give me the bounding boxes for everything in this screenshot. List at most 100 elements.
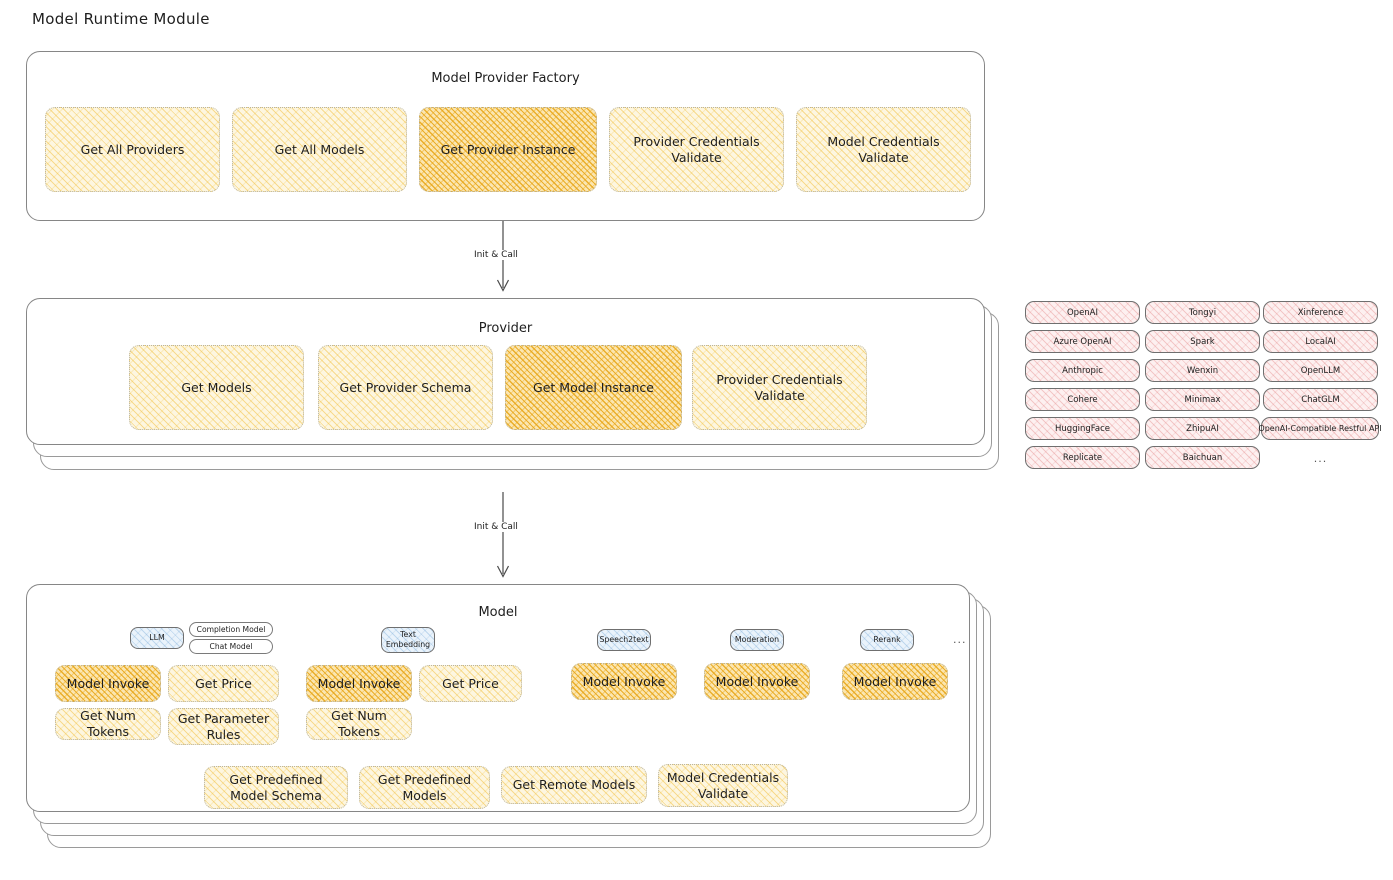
provider-chip-baichuan[interactable]: Baichuan (1145, 446, 1260, 469)
method-label: Get Price (195, 675, 252, 691)
provider-chip-replicate[interactable]: Replicate (1025, 446, 1140, 469)
method-label: Get Num Tokens (331, 708, 387, 739)
provider-chip-label: Spark (1190, 336, 1215, 347)
model-type-badge-moderation[interactable]: Moderation (730, 629, 784, 651)
provider-chip-label: HuggingFace (1055, 423, 1110, 434)
arrow-icon (496, 492, 510, 578)
factory-method-label: Model Credentials Validate (827, 133, 940, 165)
llm-method-get-price[interactable]: Get Price (168, 665, 279, 702)
provider-chip-label: Minimax (1184, 394, 1221, 405)
arrow-label: Init & Call (471, 522, 521, 532)
provider-chip-zhipuai[interactable]: ZhipuAI (1145, 417, 1260, 440)
factory-method-label: Get Provider Instance (440, 141, 576, 157)
model-provider-factory-title: Model Provider Factory (431, 71, 580, 86)
provider-chip-label: Xinference (1297, 307, 1344, 318)
provider-chip-label: Tongyi (1188, 307, 1217, 318)
model-type-badge-label: Text Embedding (385, 630, 431, 649)
moderation-method-model-invoke[interactable]: Model Invoke (704, 663, 810, 700)
provider-chip-label: LocalAI (1305, 336, 1336, 347)
provider-list-ellipsis: ... (1313, 452, 1328, 465)
provider-chip-wenxin[interactable]: Wenxin (1145, 359, 1260, 382)
provider-method-label: Get Model Instance (533, 379, 654, 395)
method-label: Get Predefined Models (377, 771, 472, 803)
factory-method-label: Provider Credentials Validate (633, 133, 760, 165)
model-card: Model LLM Completion Model Chat Model Mo… (26, 584, 970, 812)
provider-chip-label: Wenxin (1186, 365, 1219, 376)
provider-chip-huggingface[interactable]: HuggingFace (1025, 417, 1140, 440)
model-type-badge-label: Rerank (873, 635, 901, 645)
arrow-provider-to-model: Init & Call (471, 492, 526, 584)
model-subtype-badge-label: Completion Model (196, 625, 266, 634)
factory-method-label: Get All Providers (80, 141, 185, 157)
method-label: Get Remote Models (512, 777, 636, 792)
provider-chip-label: OpenLLM (1300, 365, 1341, 376)
method-label: Get Parameter Rules (177, 710, 270, 742)
text-embedding-method-model-invoke[interactable]: Model Invoke (306, 665, 412, 702)
provider-chip-spark[interactable]: Spark (1145, 330, 1260, 353)
provider-method-get-provider-schema[interactable]: Get Provider Schema (318, 345, 493, 430)
provider-chip-azure-openai[interactable]: Azure OpenAI (1025, 330, 1140, 353)
llm-method-get-parameter-rules[interactable]: Get Parameter Rules (168, 708, 279, 745)
text-embedding-method-get-price[interactable]: Get Price (419, 665, 522, 702)
factory-method-provider-credentials-validate[interactable]: Provider Credentials Validate (609, 107, 784, 192)
provider-chip-openai-compatible-restful-api[interactable]: OpenAI-Compatible Restful API (1258, 417, 1382, 440)
model-types-ellipsis: ... (953, 633, 967, 646)
model-common-method-model-credentials-validate[interactable]: Model Credentials Validate (658, 764, 788, 807)
factory-method-model-credentials-validate[interactable]: Model Credentials Validate (796, 107, 971, 192)
method-label: Model Invoke (853, 673, 937, 689)
model-provider-factory-card: Model Provider Factory Get All Providers… (26, 51, 985, 221)
provider-card: Provider Get Models Get Provider Schema … (26, 298, 985, 445)
factory-method-get-all-providers[interactable]: Get All Providers (45, 107, 220, 192)
model-type-badge-label: LLM (149, 633, 165, 643)
provider-chip-minimax[interactable]: Minimax (1145, 388, 1260, 411)
provider-chip-tongyi[interactable]: Tongyi (1145, 301, 1260, 324)
method-label: Model Invoke (317, 675, 401, 691)
rerank-method-model-invoke[interactable]: Model Invoke (842, 663, 948, 700)
model-subtype-badge-chat-model[interactable]: Chat Model (189, 639, 273, 654)
model-type-badge-text-embedding[interactable]: Text Embedding (381, 627, 435, 653)
method-label: Model Credentials Validate (666, 769, 780, 801)
page-title: Model Runtime Module (32, 10, 210, 28)
provider-title: Provider (478, 321, 533, 336)
factory-method-get-provider-instance[interactable]: Get Provider Instance (419, 107, 597, 192)
arrow-factory-to-provider: Init & Call (471, 221, 526, 298)
speech2text-method-model-invoke[interactable]: Model Invoke (571, 663, 677, 700)
provider-chip-label: Anthropic (1062, 365, 1103, 376)
provider-chip-openai[interactable]: OpenAI (1025, 301, 1140, 324)
provider-method-get-model-instance[interactable]: Get Model Instance (505, 345, 682, 430)
method-label: Model Invoke (715, 673, 799, 689)
provider-method-label: Get Provider Schema (339, 379, 472, 395)
provider-chip-label: Cohere (1067, 394, 1098, 405)
model-type-badge-label: Moderation (734, 635, 780, 645)
provider-chip-xinference[interactable]: Xinference (1263, 301, 1378, 324)
llm-method-get-num-tokens[interactable]: Get Num Tokens (55, 708, 161, 740)
provider-chip-anthropic[interactable]: Anthropic (1025, 359, 1140, 382)
provider-chip-chatglm[interactable]: ChatGLM (1263, 388, 1378, 411)
model-type-badge-label: Speech2text (599, 635, 649, 645)
provider-chip-localai[interactable]: LocalAI (1263, 330, 1378, 353)
model-common-method-get-predefined-models[interactable]: Get Predefined Models (359, 766, 490, 809)
text-embedding-method-get-num-tokens[interactable]: Get Num Tokens (306, 708, 412, 740)
provider-chip-cohere[interactable]: Cohere (1025, 388, 1140, 411)
factory-method-get-all-models[interactable]: Get All Models (232, 107, 407, 192)
provider-method-provider-credentials-validate[interactable]: Provider Credentials Validate (692, 345, 867, 430)
model-common-method-get-remote-models[interactable]: Get Remote Models (501, 766, 647, 804)
model-title: Model (478, 605, 518, 620)
method-label: Model Invoke (582, 673, 666, 689)
method-label: Get Predefined Model Schema (229, 771, 323, 803)
provider-method-get-models[interactable]: Get Models (129, 345, 304, 430)
model-common-method-get-predefined-model-schema[interactable]: Get Predefined Model Schema (204, 766, 348, 809)
model-type-badge-rerank[interactable]: Rerank (860, 629, 914, 651)
provider-chip-label: ZhipuAI (1186, 423, 1219, 434)
model-type-badge-llm[interactable]: LLM (130, 627, 184, 649)
llm-method-model-invoke[interactable]: Model Invoke (55, 665, 161, 702)
model-subtype-badge-completion-model[interactable]: Completion Model (189, 622, 273, 637)
method-label: Get Price (442, 675, 499, 691)
method-label: Model Invoke (66, 675, 150, 691)
provider-chip-label: Azure OpenAI (1053, 336, 1112, 347)
provider-chip-openllm[interactable]: OpenLLM (1263, 359, 1378, 382)
provider-method-label: Get Models (181, 379, 252, 395)
model-subtype-badge-label: Chat Model (209, 642, 253, 651)
model-type-badge-speech2text[interactable]: Speech2text (597, 629, 651, 651)
provider-chip-label: Baichuan (1182, 452, 1223, 463)
